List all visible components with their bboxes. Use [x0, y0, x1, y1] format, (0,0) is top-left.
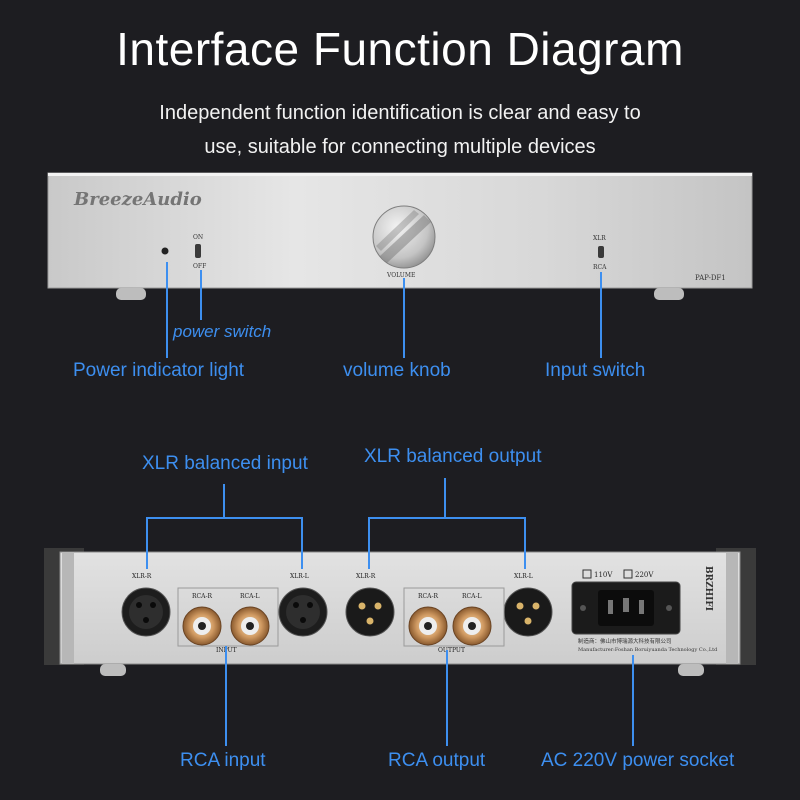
rca-l-in-label: RCA-L — [240, 593, 259, 600]
rca-output-right-jack — [408, 606, 448, 646]
rca-switch-label: RCA — [593, 264, 607, 271]
page-title: Interface Function Diagram — [116, 23, 684, 75]
power-indicator-leader — [166, 262, 168, 358]
xlr-input-leader — [223, 484, 225, 518]
page-subtitle: Independent function identification is c… — [0, 96, 800, 164]
xlr-output-label: XLR balanced output — [364, 446, 542, 467]
power-switch-label: power switch — [173, 322, 272, 341]
model-label: PAP-DF1 — [695, 274, 726, 282]
rca-input-leader — [225, 646, 227, 746]
ac-socket-label: AC 220V power socket — [541, 750, 735, 771]
xlr-output-left-jack — [503, 587, 553, 637]
rca-output-label: RCA output — [388, 750, 486, 771]
output-label: OUTPUT — [438, 647, 465, 654]
xlr-output-right-jack — [345, 587, 395, 637]
power-switch-leader — [200, 270, 202, 320]
xlr-l-out-label: XLR-L — [514, 573, 533, 580]
xlr-input-bracket — [146, 517, 303, 519]
rca-output-left-jack — [452, 606, 492, 646]
xlr-r-out-label: XLR-R — [356, 573, 376, 580]
input-toggle — [598, 246, 604, 258]
volume-knob-leader — [403, 278, 405, 358]
xlr-l-in-label: XLR-L — [290, 573, 309, 580]
rca-input-label: RCA input — [180, 750, 266, 771]
voltage-220-box — [623, 569, 633, 579]
ac-power-socket — [571, 581, 681, 635]
xlr-input-right-jack — [121, 587, 171, 637]
volume-knob-label: volume knob — [343, 360, 451, 381]
brand-logo: BreezeAudio — [73, 189, 202, 210]
side-brand: BRZHIFI — [703, 566, 713, 611]
input-switch-leader — [600, 272, 602, 358]
xlr-output-bracket — [368, 517, 526, 519]
rca-r-in-label: RCA-R — [192, 593, 212, 600]
rca-input-left-jack — [230, 606, 270, 646]
xlr-input-left-jack — [278, 587, 328, 637]
voltage-220-label: 220V — [635, 571, 654, 579]
xlr-input-label: XLR balanced input — [142, 453, 308, 474]
volume-knob-graphic — [372, 205, 436, 269]
rca-output-leader — [446, 650, 448, 746]
power-indicator-label: Power indicator light — [73, 360, 245, 381]
rear-panel — [44, 548, 756, 676]
voltage-110-box — [582, 569, 592, 579]
subtitle-line-1: Independent function identification is c… — [159, 102, 641, 124]
rca-input-right-jack — [182, 606, 222, 646]
front-panel — [47, 172, 753, 300]
xlr-switch-label: XLR — [593, 235, 606, 242]
xlr-output-leader — [444, 478, 446, 518]
front-foot-left — [116, 288, 146, 300]
xlr-r-in-label: XLR-R — [132, 573, 152, 580]
power-indicator-led — [161, 247, 169, 255]
on-label: ON — [193, 234, 203, 241]
input-switch-label: Input switch — [545, 360, 646, 381]
manufacturer-en: Manufacturer:Foshan Boruiyuanda Technolo… — [578, 647, 718, 653]
volume-label: VOLUME — [386, 272, 415, 279]
power-toggle — [195, 244, 201, 258]
front-foot-right — [654, 288, 684, 300]
subtitle-line-2: use, suitable for connecting multiple de… — [204, 136, 596, 158]
off-label: OFF — [193, 263, 206, 270]
ac-socket-leader — [632, 655, 634, 746]
manufacturer-cn: 制造商：佛山市博瑞源大科技有限公司 — [578, 637, 672, 645]
voltage-110-label: 110V — [594, 571, 613, 579]
rca-r-out-label: RCA-R — [418, 593, 438, 600]
rca-l-out-label: RCA-L — [462, 593, 481, 600]
